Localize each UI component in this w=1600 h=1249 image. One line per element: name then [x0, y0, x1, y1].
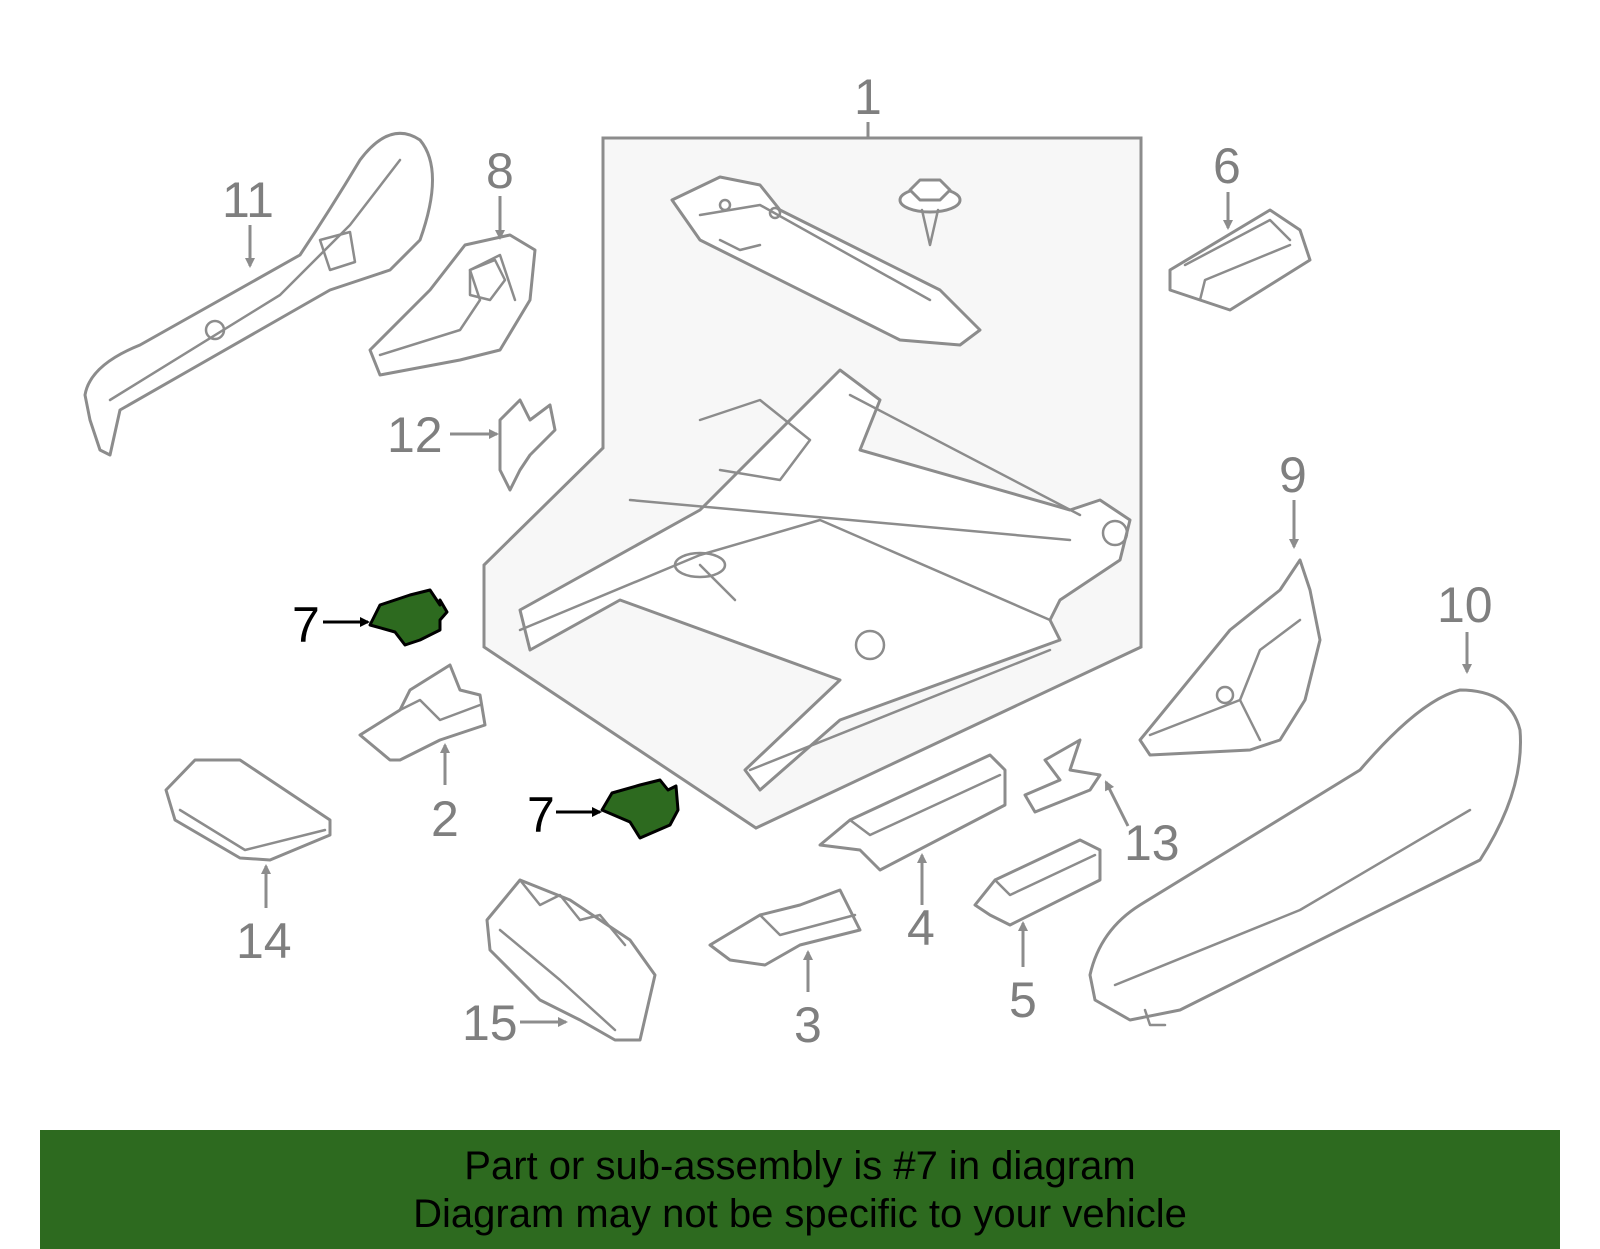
- part-12: [498, 398, 557, 492]
- callout-12: 12: [387, 407, 443, 463]
- part-4: [818, 753, 1007, 872]
- callout-9: 9: [1279, 447, 1307, 503]
- part-3: [708, 888, 862, 967]
- callout-6: 6: [1213, 138, 1241, 194]
- part-11: [83, 131, 434, 457]
- callout-11: 11: [222, 172, 274, 228]
- part-6: [1168, 208, 1312, 312]
- callout-3: 3: [794, 997, 822, 1053]
- part-9: [1138, 558, 1322, 757]
- part-14: [164, 758, 332, 862]
- callout-5: 5: [1009, 972, 1037, 1028]
- part-5: [973, 838, 1102, 927]
- callout-2: 2: [431, 791, 459, 847]
- part-7-lower-highlighted[interactable]: [600, 778, 680, 840]
- part-7-upper-highlighted[interactable]: [368, 588, 449, 647]
- leader-lines: [245, 192, 1472, 1027]
- parts-diagram: 1 6 8 11 12 9 10 2 13 4 14 5 15 3 7 7: [83, 69, 1522, 1053]
- part-13: [1023, 738, 1102, 814]
- bolt: [898, 178, 962, 247]
- part-10: [1088, 688, 1522, 1027]
- callout-13: 13: [1124, 815, 1180, 871]
- seat-frame: [518, 368, 1132, 792]
- banner-line-part: Part or sub-assembly is #7 in diagram: [464, 1143, 1136, 1188]
- callout-14: 14: [236, 913, 292, 969]
- part-8: [368, 233, 537, 377]
- info-banner: Part or sub-assembly is #7 in diagram Di…: [40, 1130, 1560, 1249]
- callout-7-upper: 7: [292, 597, 320, 653]
- callout-1: 1: [854, 69, 882, 125]
- upper-rail: [670, 175, 982, 347]
- part-2: [358, 663, 487, 762]
- part-15: [485, 878, 657, 1042]
- callout-8: 8: [486, 143, 514, 199]
- banner-line-disclaimer: Diagram may not be specific to your vehi…: [413, 1191, 1187, 1236]
- callout-15: 15: [462, 995, 518, 1051]
- callout-10: 10: [1437, 577, 1493, 633]
- callout-7-lower: 7: [527, 787, 555, 843]
- callout-4: 4: [907, 900, 935, 956]
